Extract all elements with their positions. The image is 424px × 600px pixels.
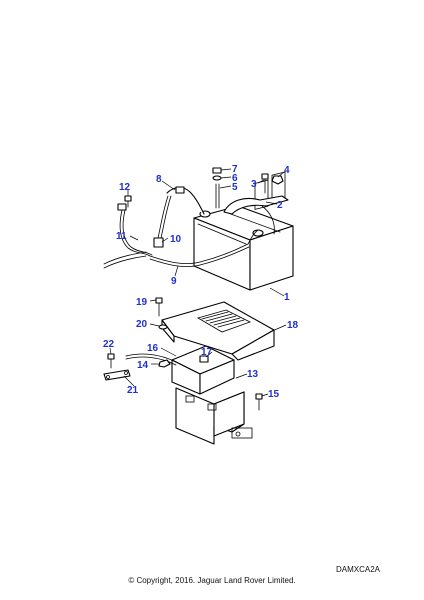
callout-5: 5 [232,182,238,193]
copyright-notice: © Copyright, 2016. Jaguar Land Rover Lim… [128,576,296,585]
battery-cover [161,301,275,361]
callout-20: 20 [136,319,148,330]
callout-4: 4 [284,165,290,176]
strap-21 [103,369,131,381]
tray-strap [125,353,177,366]
diagram-reference-code: DAMXCA2A [335,565,380,574]
earth-cable [149,229,259,267]
bolt-15 [255,393,263,411]
callout-18: 18 [287,320,299,331]
callout-16: 16 [147,343,159,354]
battery [193,171,294,291]
callout-8: 8 [156,174,162,185]
callout-7: 7 [232,164,238,175]
callout-12: 12 [119,182,131,193]
callout-labels: 1 2 3 4 5 6 7 8 9 10 11 12 13 14 15 16 1… [103,164,299,400]
callout-22: 22 [103,339,115,350]
cable-clip [153,237,164,248]
callout-19: 19 [136,297,148,308]
nut-14 [158,359,171,368]
callout-9: 9 [171,276,177,287]
battery-clamp [223,195,289,235]
callout-11: 11 [116,231,127,242]
callout-10: 10 [170,234,182,245]
terminal-bolt [215,183,220,209]
clamp-nut [271,175,284,185]
callout-21: 21 [127,385,139,396]
washer-20 [158,324,168,330]
terminal-nut [212,167,222,174]
starter-cable [103,203,153,269]
battery-tray [171,345,253,445]
callout-3: 3 [251,179,257,190]
callout-15: 15 [268,389,280,400]
callout-13: 13 [247,369,259,380]
bolt-22 [107,353,115,369]
callout-6: 6 [232,173,238,184]
clamp-bolt [261,173,269,194]
callout-2: 2 [277,200,283,211]
tray-clip [199,355,209,363]
terminal-washer [212,175,222,181]
bolt-19 [155,297,163,317]
callout-17: 17 [201,347,213,358]
leader-lines [109,168,287,397]
callout-14: 14 [137,360,149,371]
callout-1: 1 [284,292,290,303]
